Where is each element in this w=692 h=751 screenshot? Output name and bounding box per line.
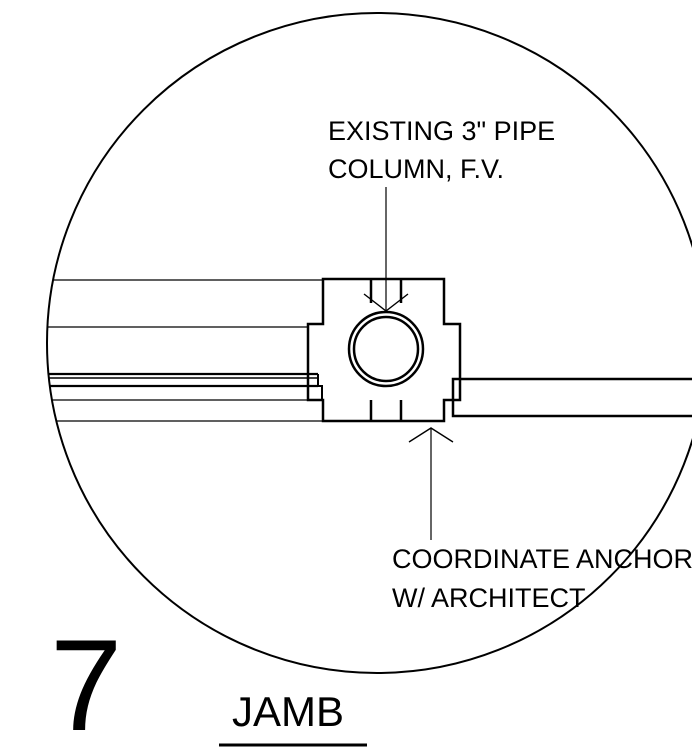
column-callout-line2: COLUMN, F.V. [328, 154, 504, 184]
detail-content [47, 277, 692, 423]
pipe-column-outer [347, 310, 425, 388]
detail-title: JAMB [232, 688, 344, 735]
left-wall-lines [47, 279, 323, 422]
pipe-column-inner [352, 315, 420, 383]
column-enclosure [306, 277, 462, 423]
anchor-callout-line2: W/ ARCHITECT [392, 583, 586, 613]
anchor-leader [408, 427, 454, 540]
anchor-callout-line1: COORDINATE ANCHOR [392, 544, 692, 574]
column-callout-line1: EXISTING 3" PIPE [328, 116, 555, 146]
jamb-tab [307, 385, 323, 401]
detail-number: 7 [50, 612, 122, 751]
right-wall-panel [451, 377, 692, 418]
detail-enlargement-circle [46, 12, 692, 674]
column-leader [363, 187, 409, 312]
